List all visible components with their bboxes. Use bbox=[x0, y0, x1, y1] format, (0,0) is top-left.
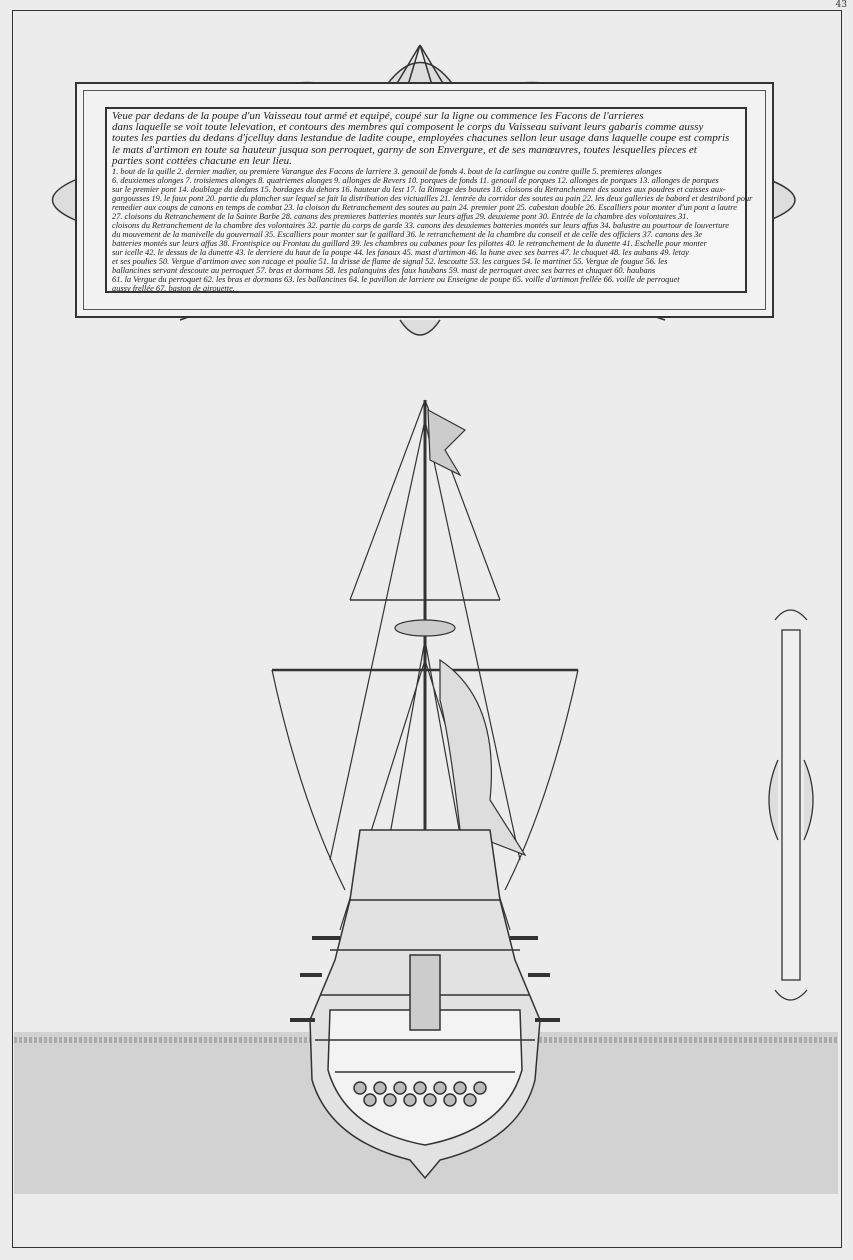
legend-line: cloisons du Retranchement de la chambre … bbox=[112, 221, 729, 231]
legend-line: sur le premier pont 14. doublage du deda… bbox=[112, 185, 726, 195]
legend-line: aussy frellée 67. baston de girouette. bbox=[112, 284, 235, 294]
legend-line: 27. cloisons du Retranchement de la Sain… bbox=[112, 212, 689, 222]
legend-line: du mouvement de la manivelle du gouverna… bbox=[112, 230, 703, 240]
mizzen-mast bbox=[271, 399, 579, 960]
legend-line: batteries montés sur leurs affus 38. Fro… bbox=[112, 239, 707, 249]
page-border bbox=[12, 10, 842, 1248]
scale-bar bbox=[768, 609, 814, 1001]
legend-line: ballancines servant descoute au perroque… bbox=[112, 266, 656, 276]
title-line: parties sont cottées chacune en leur lie… bbox=[112, 154, 292, 167]
title-line: dans laquelle se voit toute lelevation, … bbox=[112, 121, 704, 134]
hull-cross-section bbox=[290, 829, 560, 1180]
title-line: Veue par dedans de la poupe d'un Vaissea… bbox=[112, 110, 644, 122]
legend-text-box: Veue par dedans de la poupe d'un Vaissea… bbox=[105, 107, 753, 294]
legend-line: sur icelle 42. le dessus de la dunette 4… bbox=[112, 248, 689, 258]
legend-line: 6. deuxiemes alonges 7. troisiemes along… bbox=[112, 176, 719, 186]
legend-line: gargousses 19. le faux pont 20. partie d… bbox=[112, 194, 753, 204]
title-line: toutes les parties du dedans d'jcelluy d… bbox=[112, 132, 730, 145]
legend-line: 61. la Vergue du perroquet 62. les bras … bbox=[112, 275, 680, 285]
legend-line: remedier aux coups de canons en temps de… bbox=[112, 203, 737, 213]
page-number: 43 bbox=[835, 0, 847, 10]
legend-line: et ses poulies 50. Vergue d'artimon avec… bbox=[112, 257, 668, 267]
legend-line: 1. bout de la quille 2. dernier madier, … bbox=[112, 167, 662, 177]
title-line: le mats d'artimon en toute sa hauteur ju… bbox=[112, 143, 697, 156]
